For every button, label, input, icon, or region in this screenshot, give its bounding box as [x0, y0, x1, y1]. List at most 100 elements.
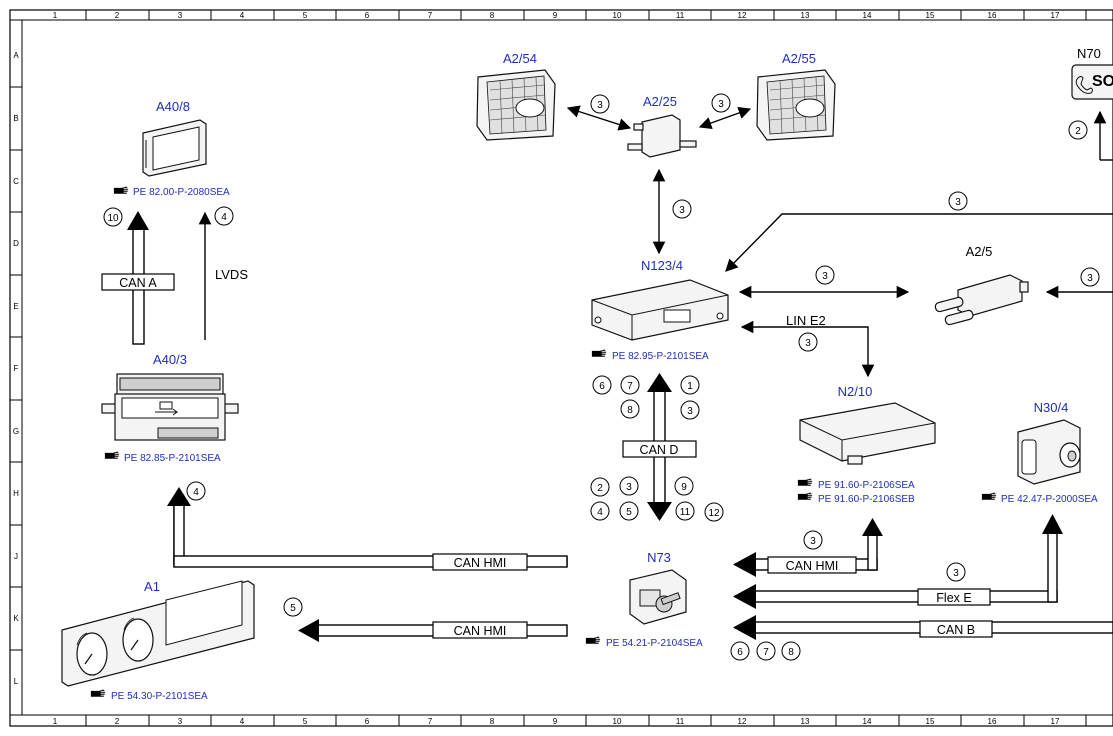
a2-55-speaker: [756, 69, 836, 141]
col-label: 5: [303, 717, 308, 726]
col-label: 8: [490, 11, 495, 20]
a40-3-label: A40/3: [153, 352, 187, 367]
svg-text:2: 2: [597, 483, 603, 494]
a40-8-ref: PE 82.00-P-2080SEA: [133, 187, 230, 198]
svg-text:8: 8: [788, 647, 794, 658]
can-a-label: CAN A: [119, 276, 157, 290]
col-label: 8: [490, 717, 495, 726]
row-label: B: [13, 114, 18, 123]
can-hmi-left-bus: [167, 487, 568, 571]
row-ticks: [10, 86, 22, 651]
svg-text:3: 3: [626, 482, 632, 493]
can-hmi-left-label: CAN HMI: [454, 556, 507, 570]
lin-e2-link: [740, 320, 875, 378]
lvds-label: LVDS: [215, 267, 248, 282]
marker-3-top: 3: [948, 191, 968, 211]
svg-text:7: 7: [763, 647, 769, 658]
marker-3-flex: 3: [946, 562, 966, 582]
col-label: 1: [53, 11, 58, 20]
n73-label: N73: [647, 550, 671, 565]
n70-label: N70: [1077, 46, 1101, 61]
col-label: 15: [926, 11, 935, 20]
lin-e2-label: LIN E2: [786, 313, 826, 328]
col-label: 11: [676, 717, 685, 726]
a2-54-speaker: [476, 69, 556, 141]
svg-text:5: 5: [626, 507, 632, 518]
row-label: F: [14, 364, 19, 373]
row-label: A: [13, 51, 19, 60]
svg-text:8: 8: [627, 405, 633, 416]
marker-3-a2-54: 3: [590, 94, 610, 114]
n123-4-label: N123/4: [641, 258, 683, 273]
can-b-markers: 6 7 8: [730, 641, 801, 661]
n70-symbol: SO: [1092, 73, 1113, 90]
n2-10-ref1: PE 91.60-P-2106SEA: [818, 480, 915, 491]
col-label: 3: [178, 11, 183, 20]
marker-3-a2-5: 3: [815, 265, 835, 285]
svg-text:3: 3: [597, 100, 603, 111]
row-label: K: [13, 614, 19, 623]
svg-text:10: 10: [107, 213, 119, 224]
col-label: 9: [553, 11, 558, 20]
marker-3-vertical: 3: [672, 199, 692, 219]
a1-ref: PE 54.30-P-2101SEA: [111, 691, 208, 702]
column-labels-top: 1 2 3 4 5 6 7 8 9 10 11 12 13 14 15 16 1…: [53, 11, 1060, 20]
n70-module: [1071, 64, 1113, 100]
col-label: 12: [738, 11, 747, 20]
column-ticks: [85, 10, 1087, 726]
can-b-bus: [733, 615, 1113, 640]
marker-3-hmi: 3: [803, 530, 823, 550]
svg-text:4: 4: [193, 487, 199, 498]
svg-text:6: 6: [599, 381, 605, 392]
a40-8-label: A40/8: [156, 99, 190, 114]
col-label: 11: [676, 11, 685, 20]
flex-e-label: Flex E: [936, 591, 971, 605]
col-label: 13: [801, 717, 810, 726]
n123-4-unit: [591, 279, 729, 341]
row-label: H: [13, 489, 19, 498]
a2-5-module: [934, 274, 1029, 326]
row-label: G: [13, 427, 19, 436]
can-hmi-right-label: CAN HMI: [786, 559, 839, 573]
can-b-label: CAN B: [937, 623, 975, 637]
row-label: J: [14, 552, 18, 561]
marker-3-right: 3: [1080, 267, 1100, 287]
reference-hand-icon: [981, 492, 997, 500]
col-label: 2: [115, 717, 120, 726]
n73-ignition-switch: [629, 569, 687, 625]
reference-hand-icon: [591, 349, 607, 357]
col-label: 16: [988, 717, 997, 726]
col-label: 14: [863, 717, 872, 726]
n2-10-ref2: PE 91.60-P-2106SEB: [818, 494, 915, 505]
svg-text:9: 9: [681, 482, 687, 493]
svg-text:3: 3: [822, 271, 828, 282]
marker-4-lvds: 4: [214, 206, 234, 226]
reference-hand-icon: [585, 636, 601, 644]
a2-25-label: A2/25: [643, 94, 677, 109]
svg-text:3: 3: [687, 406, 693, 417]
col-label: 10: [613, 717, 622, 726]
svg-text:3: 3: [955, 197, 961, 208]
a1-label: A1: [144, 579, 160, 594]
reference-hand-icon: [113, 186, 129, 194]
col-label: 5: [303, 11, 308, 20]
a2-5-label: A2/5: [966, 244, 993, 259]
col-label: 4: [240, 717, 245, 726]
n30-4-ref: PE 42.47-P-2000SEA: [1001, 494, 1098, 505]
a1-instrument-cluster: [61, 580, 255, 687]
row-label: C: [13, 177, 19, 186]
marker-10: 10: [103, 207, 123, 227]
svg-text:4: 4: [221, 212, 227, 223]
right-to-n123-link: [725, 213, 1113, 272]
row-label: E: [13, 302, 18, 311]
a2-55-label: A2/55: [782, 51, 816, 66]
svg-text:7: 7: [627, 381, 633, 392]
a40-8-display: [142, 119, 207, 177]
row-labels: A B C D E F G H J K L: [13, 51, 19, 686]
col-label: 17: [1051, 717, 1060, 726]
marker-4-a40-3: 4: [186, 481, 206, 501]
col-label: 14: [863, 11, 872, 20]
can-d-label: CAN D: [640, 443, 679, 457]
can-hmi-a1-label: CAN HMI: [454, 624, 507, 638]
svg-text:5: 5: [290, 603, 296, 614]
